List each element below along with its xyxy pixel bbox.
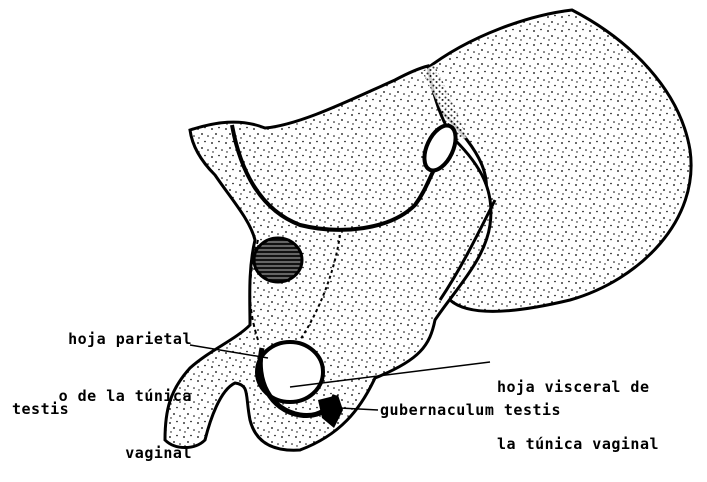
label-visceral-line1: hoja visceral de bbox=[497, 378, 659, 397]
label-parietal-line1: hoja parietal bbox=[59, 330, 192, 349]
label-testis: testis bbox=[12, 400, 69, 419]
label-gubernaculum: gubernaculum testis bbox=[380, 401, 561, 420]
label-parietal-line2: o de la túnica bbox=[59, 387, 192, 406]
body-region bbox=[165, 66, 491, 450]
label-parietal-line3: vaginal bbox=[59, 444, 192, 463]
hatched-oval bbox=[254, 238, 302, 282]
label-visceral-line2: la túnica vaginal bbox=[497, 435, 659, 454]
label-parietal: hoja parietal o de la túnica vaginal bbox=[59, 292, 192, 482]
